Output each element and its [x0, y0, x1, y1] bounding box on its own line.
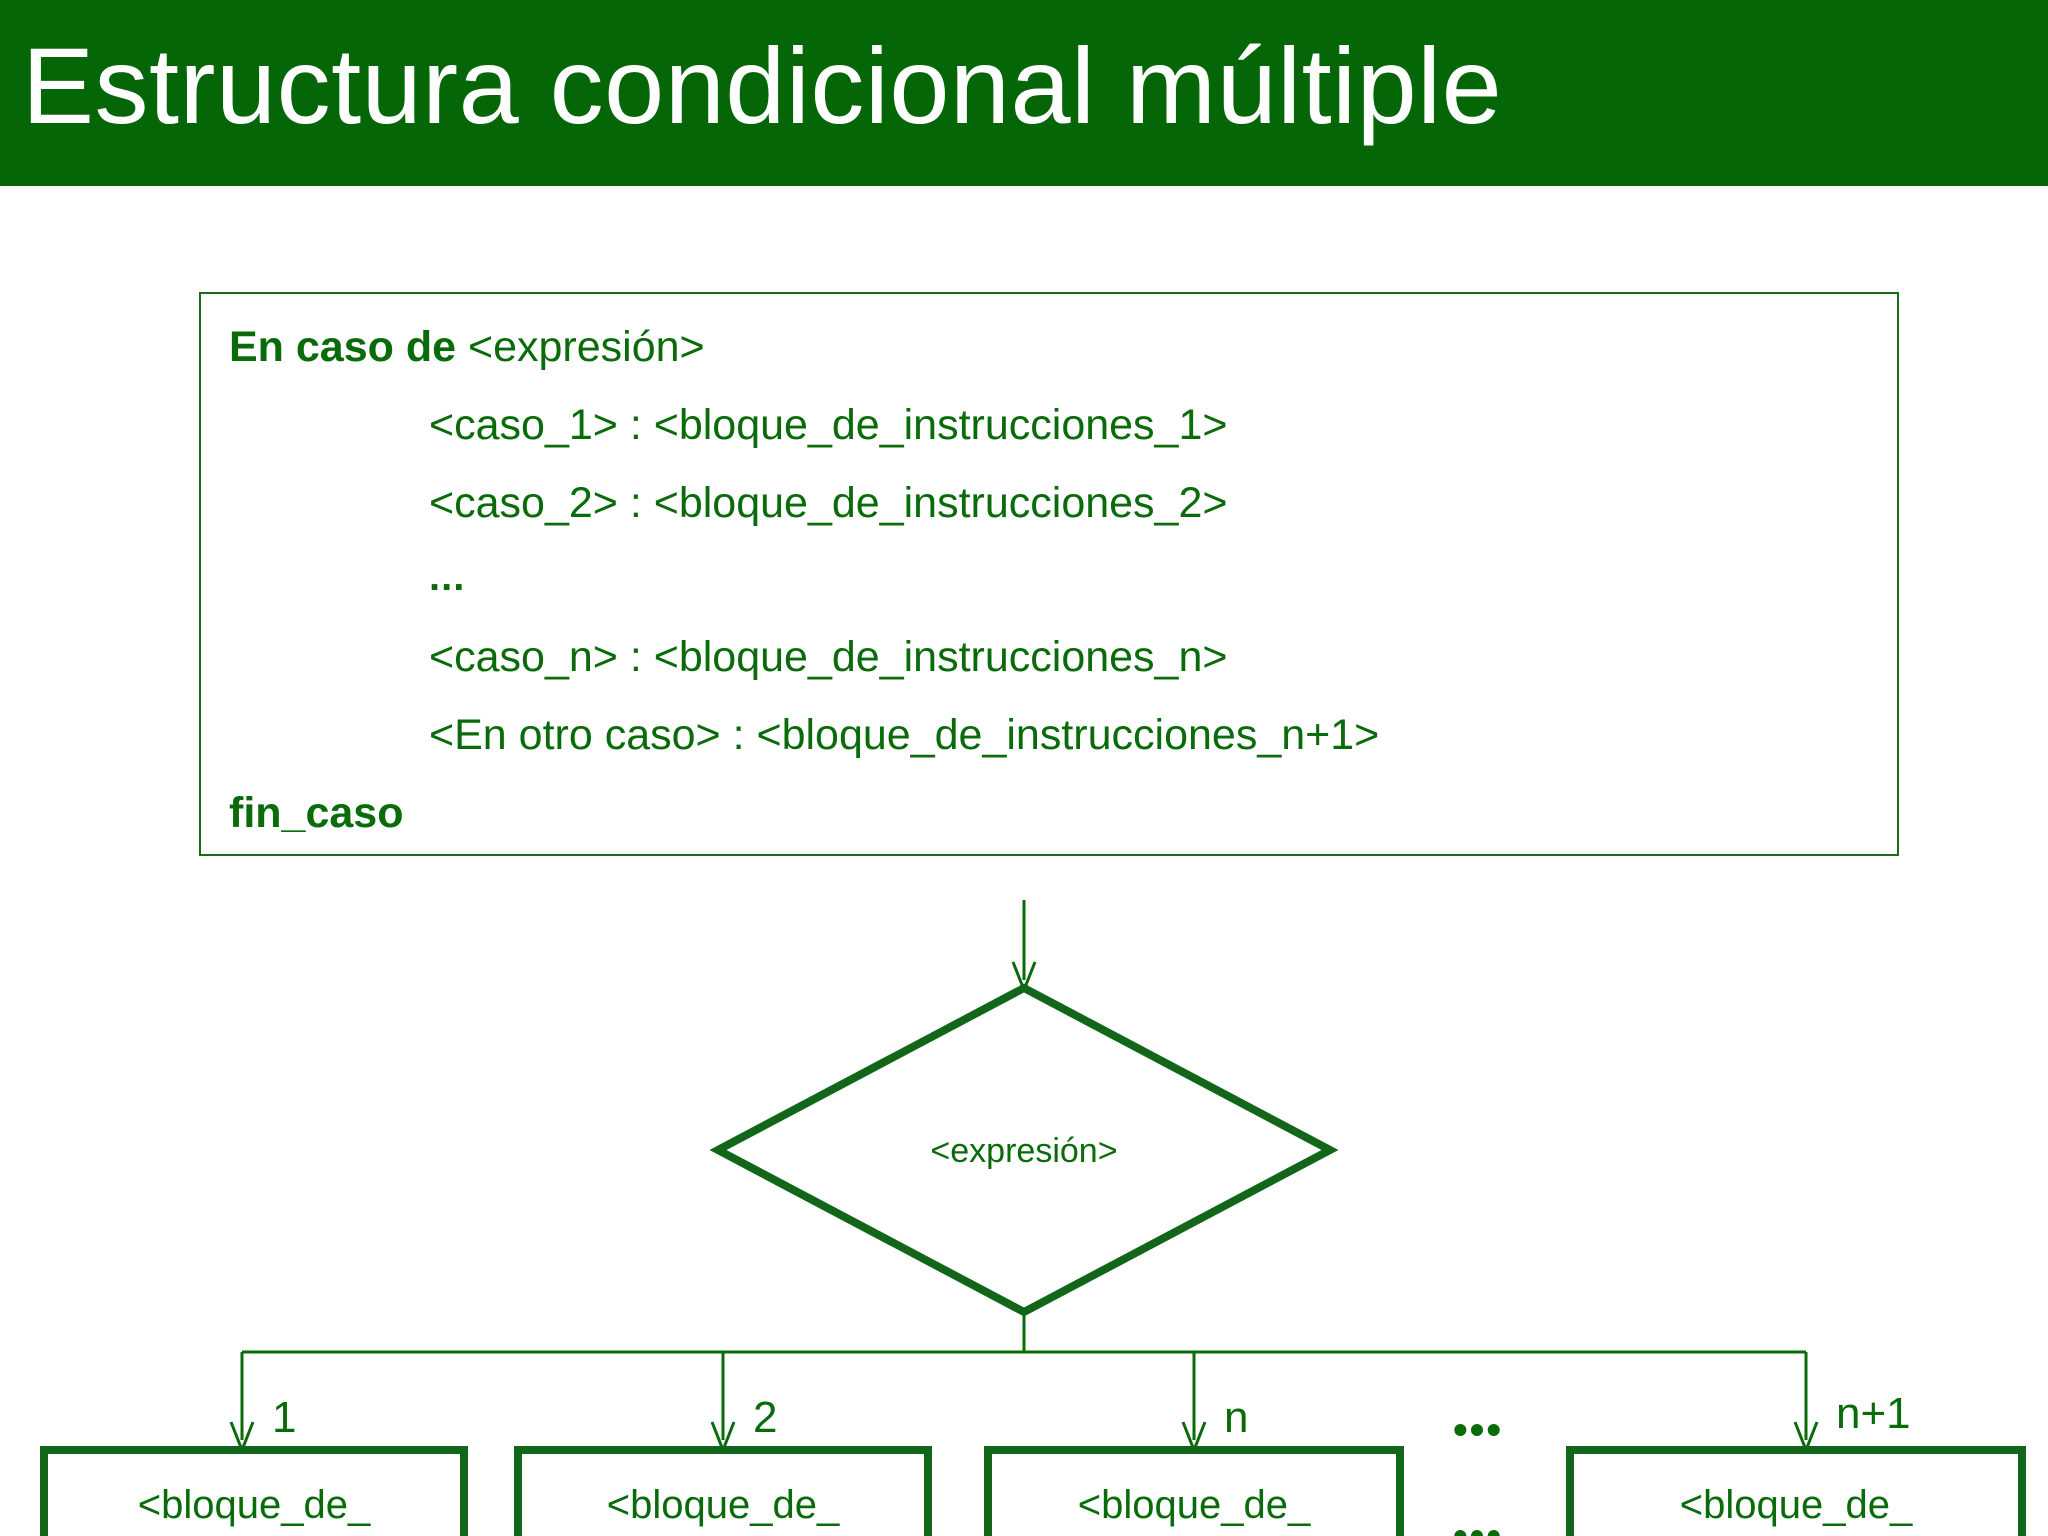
branch-label-2: 2 — [753, 1393, 777, 1442]
flowchart-diagram: <expresión> 1 <bloque_de_ instrucciones_… — [0, 900, 2048, 1536]
process-box-2-line1: <bloque_de_ — [607, 1483, 840, 1527]
pseudocode-box: En caso de <expresión> <caso_1> : <bloqu… — [199, 292, 1899, 856]
process-box-1 — [40, 1446, 468, 1536]
pseudocode-line-caso-1: <caso_1> : <bloque_de_instrucciones_1> — [429, 401, 1228, 449]
branch-label-n-plus-1: n+1 — [1836, 1389, 1911, 1438]
flow-entry-arrow — [1011, 900, 1037, 995]
branch-n-connector — [1181, 1352, 1207, 1455]
branch-n-plus-1-connector — [1793, 1352, 1819, 1455]
decision-diamond: <expresión> — [709, 983, 1339, 1317]
branch-ellipsis-middle: ••• — [1453, 1512, 1503, 1536]
pseudocode-line-caso-2: <caso_2> : <bloque_de_instrucciones_2> — [429, 479, 1228, 527]
pseudocode-expression: <expresión> — [467, 323, 705, 371]
pseudocode-line-ellipsis: ... — [429, 555, 466, 599]
process-box-1-line1: <bloque_de_ — [138, 1483, 371, 1527]
pseudocode-line-fin-caso: fin_caso — [229, 789, 404, 837]
process-box-n-plus-1 — [1566, 1446, 2026, 1536]
process-box-n-line1: <bloque_de_ — [1078, 1483, 1311, 1527]
pseudocode-line-en-caso-de: En caso de <expresión> — [229, 322, 705, 372]
process-box-n — [984, 1446, 1404, 1536]
pseudocode-line-en-otro-caso: <En otro caso> : <bloque_de_instruccione… — [429, 711, 1380, 759]
decision-diamond-label: <expresión> — [930, 1132, 1117, 1170]
branch-2-connector — [710, 1352, 736, 1455]
slide-header-banner: Estructura condicional múltiple — [0, 0, 2048, 186]
branch-ellipsis-top: ••• — [1453, 1406, 1503, 1453]
process-box-2 — [514, 1446, 932, 1536]
branch-label-1: 1 — [272, 1393, 296, 1442]
page-title: Estructura condicional múltiple — [22, 25, 1503, 146]
pseudocode-keyword-en-caso-de: En caso de — [229, 323, 468, 371]
branch-1-connector — [229, 1352, 255, 1455]
process-box-n-plus-1-line1: <bloque_de_ — [1680, 1483, 1913, 1527]
branch-label-n: n — [1224, 1393, 1248, 1442]
pseudocode-line-caso-n: <caso_n> : <bloque_de_instrucciones_n> — [429, 633, 1228, 681]
